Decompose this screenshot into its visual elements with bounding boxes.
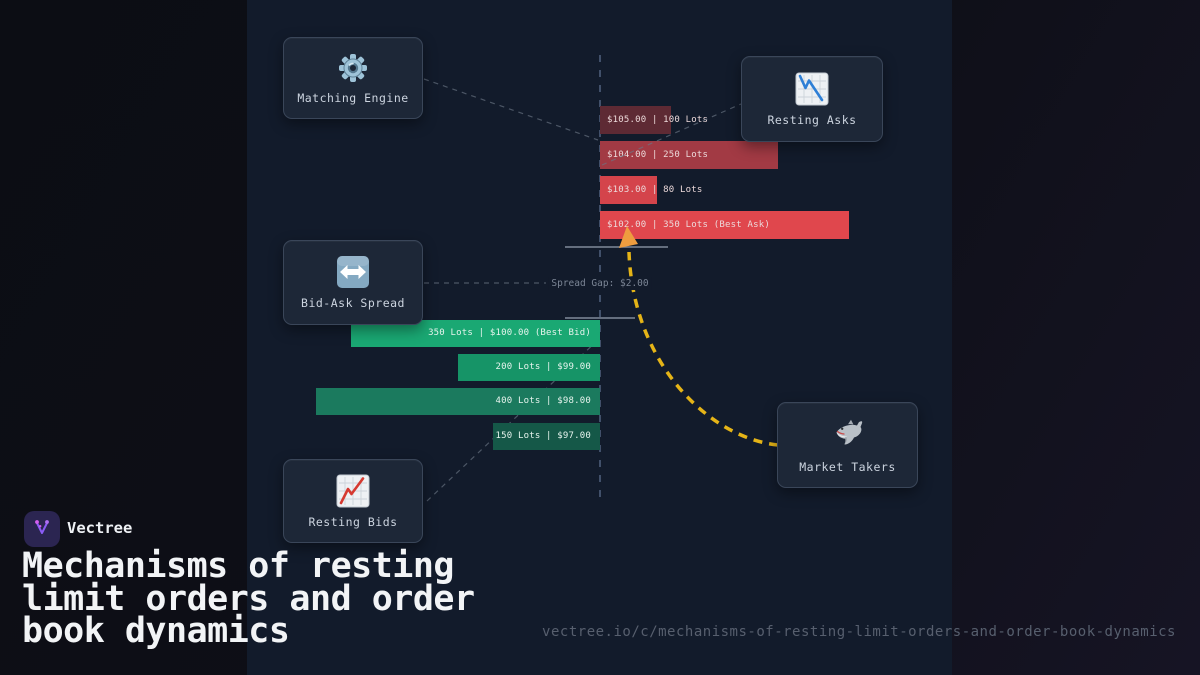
node-label: Resting Bids <box>308 514 398 529</box>
shark-icon <box>830 417 866 453</box>
level-label: 150 Lots | $97.00 <box>495 431 591 441</box>
left-right-arrow-icon <box>336 255 370 289</box>
ask-level-bar: $103.00 | 80 Lots <box>600 176 703 204</box>
node-bid-ask-spread: Bid-Ask Spread <box>283 240 423 325</box>
gear-icon <box>337 52 369 84</box>
chart-decreasing-icon <box>795 72 829 106</box>
node-market-takers: Market Takers <box>777 402 918 488</box>
bid-level-bar: 400 Lots | $98.00 <box>316 388 600 415</box>
node-label: Resting Asks <box>767 112 857 127</box>
ask-level-bar: $102.00 | 350 Lots (Best Ask) <box>600 211 849 239</box>
level-label: $105.00 | 100 Lots <box>607 115 709 125</box>
level-label: $104.00 | 250 Lots <box>607 150 709 160</box>
level-label: 400 Lots | $98.00 <box>495 396 591 406</box>
bid-level-bar: 150 Lots | $97.00 <box>493 423 600 450</box>
bid-level-bar: 200 Lots | $99.00 <box>458 354 600 381</box>
level-label: 350 Lots | $100.00 (Best Bid) <box>428 328 591 338</box>
ask-level-bar: $104.00 | 250 Lots <box>600 141 778 169</box>
chart-increasing-icon <box>336 474 370 508</box>
level-label: 200 Lots | $99.00 <box>495 362 591 372</box>
spread-gap-label: Spread Gap: $2.00 <box>548 277 652 290</box>
node-resting-bids: Resting Bids <box>283 459 423 543</box>
ask-level-bar: $105.00 | 100 Lots <box>600 106 709 134</box>
level-label: $103.00 | 80 Lots <box>607 185 703 195</box>
level-label: $102.00 | 350 Lots (Best Ask) <box>607 220 770 230</box>
node-resting-asks: Resting Asks <box>741 56 883 142</box>
node-label: Matching Engine <box>297 90 409 105</box>
node-label: Bid-Ask Spread <box>301 296 405 310</box>
node-label: Market Takers <box>799 459 896 474</box>
node-matching-engine: Matching Engine <box>283 37 423 119</box>
